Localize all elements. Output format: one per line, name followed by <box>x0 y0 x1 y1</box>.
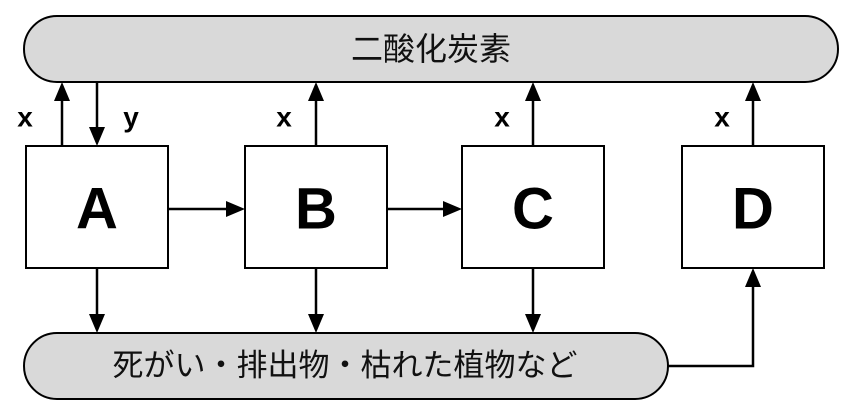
arrow-b-to-co2 <box>308 82 324 146</box>
arrow-a-to-b <box>168 201 245 217</box>
box-c: C <box>461 145 605 269</box>
arrow-d-to-co2 <box>745 82 761 146</box>
box-a: A <box>25 145 169 269</box>
arrow-b-to-c <box>387 201 462 217</box>
label-x-d: x <box>714 102 730 133</box>
arrow-c-to-co2 <box>525 82 541 146</box>
box-d: D <box>681 145 825 269</box>
label-y-a: y <box>123 102 139 133</box>
arrow-c-to-remains <box>525 268 541 333</box>
arrow-a-to-remains <box>89 268 105 333</box>
arrow-remains-to-d <box>668 268 761 368</box>
box-b: B <box>244 145 388 269</box>
label-x-a: x <box>17 102 33 133</box>
box-d-label: D <box>732 177 774 242</box>
arrow-b-to-remains <box>308 268 324 333</box>
carbon-dioxide-label: 二酸化炭素 <box>351 30 511 68</box>
label-x-b: x <box>276 102 292 133</box>
arrow-co2-to-a <box>89 82 105 146</box>
label-x-c: x <box>494 102 510 133</box>
box-b-label: B <box>295 177 337 242</box>
box-c-label: C <box>512 177 554 242</box>
remains-label: 死がい・排出物・枯れた植物など <box>113 348 578 384</box>
carbon-dioxide-bar <box>23 15 839 83</box>
arrow-a-to-co2 <box>54 82 70 146</box>
box-a-label: A <box>76 177 118 242</box>
